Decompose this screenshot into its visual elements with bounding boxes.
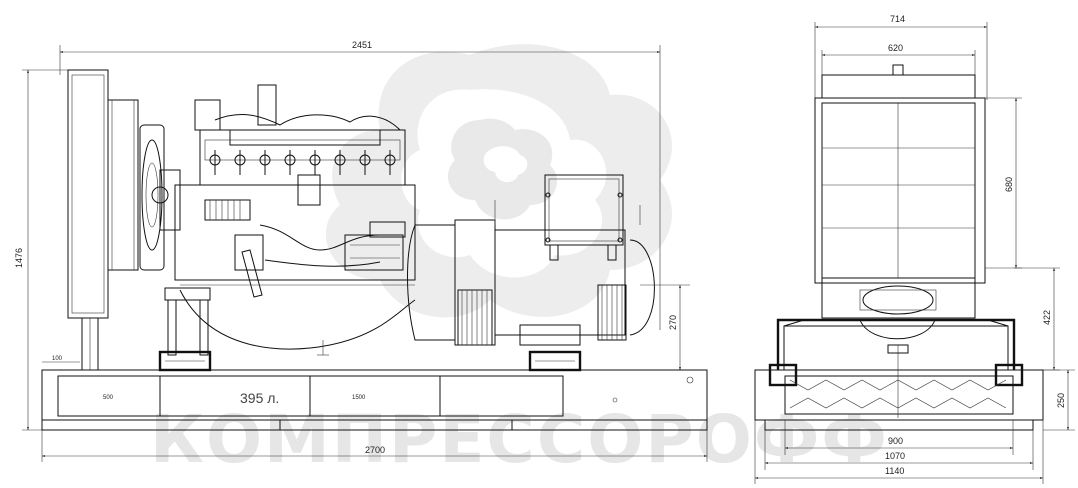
dim-2700-label: 2700 — [365, 445, 385, 455]
watermark: КОМПРЕССОРОФФ — [150, 44, 889, 478]
dim-frame-length: 2700 — [41, 430, 708, 462]
dim-500-label: 500 — [103, 395, 114, 401]
dim-100-label: 100 — [52, 356, 63, 362]
dim-1070-label: 1070 — [885, 451, 905, 461]
front-view: 714 620 680 — [754, 14, 1075, 484]
side-view: 2451 1476 — [14, 40, 708, 462]
swirl-logo-icon — [325, 44, 672, 318]
dim-422-label: 422 — [1042, 310, 1052, 325]
dim-axis-height: 270 — [640, 284, 690, 371]
tank-volume-label: 395 л. — [240, 390, 279, 406]
dim-height: 1476 — [14, 69, 68, 431]
dim-1140-label: 1140 — [885, 466, 904, 476]
dim-714-label: 714 — [890, 14, 905, 24]
starter — [344, 221, 406, 271]
dim-900-label: 900 — [888, 436, 903, 446]
dim-1500-label: 1500 — [352, 395, 366, 401]
dim-width-top: 714 — [814, 14, 988, 100]
dim-2451-label: 2451 — [352, 40, 372, 50]
radiator — [67, 69, 139, 371]
dim-250-label: 250 — [1056, 393, 1066, 408]
fan — [139, 124, 181, 271]
dim-680-label: 680 — [1004, 177, 1014, 192]
dim-270-label: 270 — [668, 315, 678, 330]
watermark-text: КОМПРЕССОРОФФ — [150, 401, 889, 478]
dim-1476-label: 1476 — [14, 248, 24, 268]
generator — [407, 174, 655, 346]
engine — [174, 84, 416, 356]
radiator-front — [814, 64, 986, 319]
base-frame: 500 395 л. 1500 100 — [41, 356, 708, 431]
dim-tank-height: 250 — [1043, 369, 1075, 431]
injectors — [209, 150, 396, 175]
frame-bridge — [768, 318, 1024, 387]
dim-width-inner: 620 — [821, 43, 976, 75]
dim-radiator-height: 680 — [985, 97, 1022, 269]
tank-front — [754, 345, 1044, 431]
dim-620-label: 620 — [888, 43, 903, 53]
dim-bottom-widths: 900 1070 1140 — [754, 420, 1044, 484]
dim-frame-height: 422 — [1014, 267, 1060, 371]
